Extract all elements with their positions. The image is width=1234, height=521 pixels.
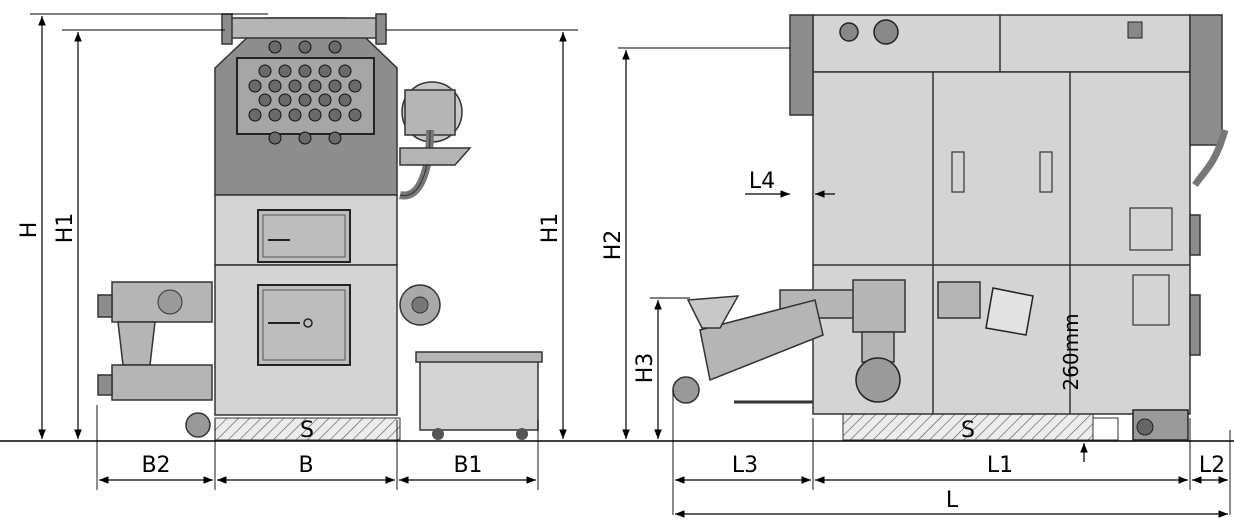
front-dim-h1-right: H1 [386, 29, 578, 439]
side-rear-step [1092, 417, 1119, 441]
side-dim-l4: L4 [745, 169, 835, 198]
label-L2: L2 [1199, 453, 1225, 478]
side-ash-door [985, 287, 1034, 336]
side-rear-motor-hub [1136, 418, 1154, 436]
front-top-cover [229, 17, 381, 39]
label-H2: H2 [601, 230, 626, 261]
front-fan-body [404, 89, 456, 136]
side-dim-260mm: 260mm [1059, 313, 1088, 462]
side-top-sensor-2 [873, 19, 899, 45]
side-dim-h2: H2 [601, 47, 790, 439]
side-auger-motor [672, 376, 700, 404]
front-lower-door-inner [262, 289, 346, 361]
label-H1-right: H1 [538, 213, 563, 244]
label-H1-left: H1 [53, 213, 78, 244]
front-feeder-lower-flange [97, 374, 113, 396]
front-dim-widths: B2 B B1 [96, 405, 539, 490]
side-top-sensor-1 [839, 22, 859, 42]
side-burner-box [852, 279, 906, 333]
front-feeder-lower [111, 364, 213, 401]
side-rear-bracket-2 [1189, 294, 1201, 356]
side-rear-manifold [1189, 14, 1223, 146]
side-inspection-panel [1129, 207, 1173, 251]
side-vent-right [1039, 151, 1053, 193]
front-dim-h1-left: H1 [53, 29, 225, 439]
front-ash-bin-wheel-left [432, 428, 444, 440]
front-feeder-motor [185, 412, 211, 438]
side-dim-lengths: L3 L1 L2 L [672, 390, 1231, 518]
side-burner-cleanout [855, 357, 901, 403]
front-top-flange-left [221, 13, 233, 45]
front-view: H H1 H1 S B2 B B1 [17, 13, 578, 490]
front-feeder-flange [97, 294, 113, 318]
label-L: L [946, 488, 959, 513]
front-blower-hub [411, 296, 429, 314]
front-top-flange-right [375, 13, 387, 45]
side-burner-port [937, 281, 981, 319]
front-feeder-chute [117, 321, 156, 366]
front-feeder-port [157, 289, 183, 315]
side-auger-hopper [686, 295, 740, 329]
front-flex-hose-outline [399, 129, 431, 196]
label-L1: L1 [987, 453, 1013, 478]
label-S-side: S [961, 418, 975, 443]
side-rear-bracket-1 [1189, 214, 1201, 256]
front-exchanger-nuts [248, 40, 362, 145]
label-S-front: S [300, 418, 314, 443]
front-dim-h: H [17, 13, 268, 439]
side-top-port [1127, 21, 1143, 39]
label-L3: L3 [732, 453, 758, 478]
label-L4: L4 [749, 169, 775, 194]
front-upper-door-inner [262, 214, 346, 258]
front-fan-bracket [399, 147, 472, 166]
side-vent-left [951, 151, 965, 193]
side-dim-h3: H3 [633, 297, 690, 439]
side-rear-hose [1192, 129, 1229, 187]
front-lower-door-knob [303, 318, 313, 328]
side-flue [789, 14, 814, 116]
label-260mm: 260mm [1059, 313, 1083, 390]
front-ash-bin [419, 354, 539, 431]
label-H3: H3 [633, 353, 658, 384]
label-B1: B1 [453, 453, 482, 478]
front-upper-door [257, 209, 351, 263]
label-B: B [298, 453, 313, 478]
side-auger-tube [699, 299, 824, 382]
side-lower-panel [1132, 274, 1170, 326]
front-ash-bin-lid [415, 351, 543, 363]
label-B2: B2 [141, 453, 170, 478]
side-view: H2 H3 L4 S 260mm L3 L1 L2 [601, 14, 1231, 518]
front-ash-bin-wheel-right [516, 428, 528, 440]
label-H: H [17, 222, 42, 239]
